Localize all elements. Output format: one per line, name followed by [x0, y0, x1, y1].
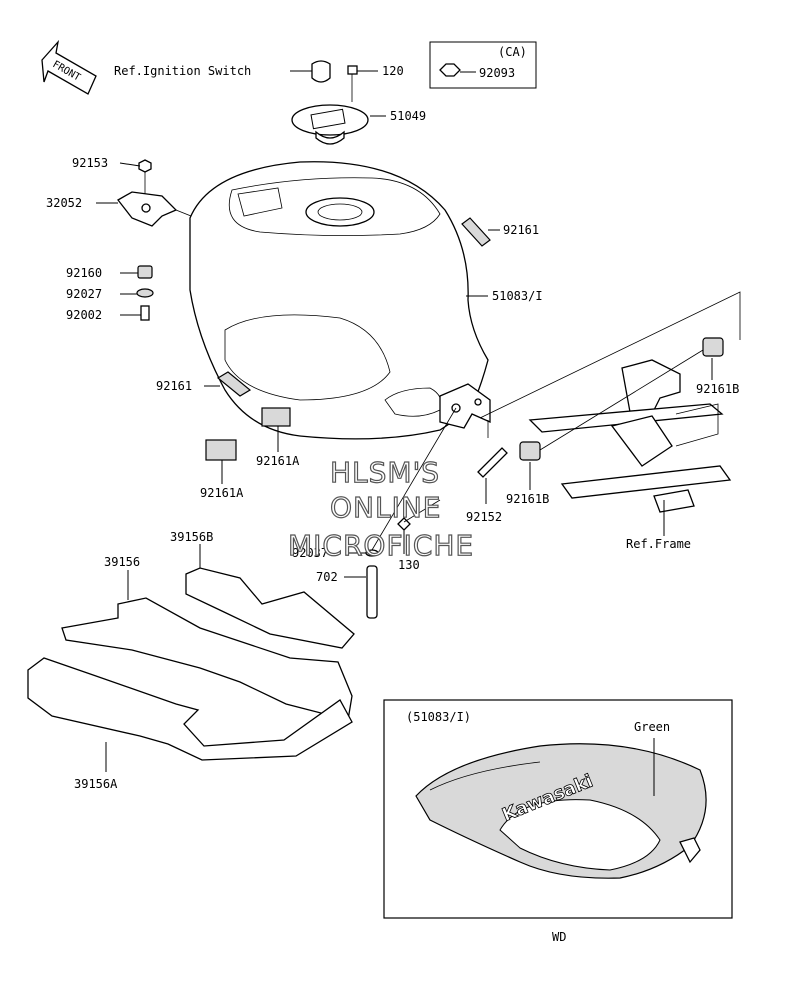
filler-ring-part — [291, 104, 386, 145]
front-arrow-icon: FRONT — [41, 39, 97, 95]
callout-92037: 92037 — [292, 546, 328, 560]
watermark-line-2: ONLINE — [330, 491, 441, 524]
callout-ref-ignition-switch: Ref.Ignition Switch — [114, 64, 251, 78]
watermark-line-3: MICROFICHE — [288, 529, 474, 562]
inset-color-label: Green — [634, 720, 670, 734]
callout-92161a-a: 92161A — [256, 454, 300, 468]
inset-title: (51083/I) — [406, 710, 471, 724]
callout-ca-title: (CA) — [498, 45, 527, 59]
pin-702-part — [344, 549, 379, 619]
callout-39156b: 39156B — [170, 530, 213, 544]
callout-92161b-b: 92161B — [506, 492, 549, 506]
tank-rear-bracket-part — [439, 383, 491, 429]
bolt-130-part — [371, 407, 457, 554]
callout-92160: 92160 — [66, 266, 102, 280]
ignition-switch-part — [290, 60, 331, 83]
pads-left-part — [204, 371, 291, 484]
bracket-stack-part — [96, 159, 197, 321]
callout-92161b-a: 92161B — [696, 382, 739, 396]
insulator-39156-part — [61, 570, 353, 721]
insulator-39156a-part — [27, 657, 353, 772]
callout-39156: 39156 — [104, 555, 140, 569]
inset-box — [383, 699, 733, 919]
pad-92161-top-part — [461, 217, 500, 247]
fuel-tank-part — [189, 161, 489, 440]
callout-92027: 92027 — [66, 287, 102, 301]
ca-variant-box — [429, 41, 537, 89]
callout-92093: 92093 — [479, 66, 515, 80]
frame-reference-part — [479, 291, 741, 536]
callout-39156a: 39156A — [74, 777, 118, 791]
collar-92152-part — [477, 447, 508, 504]
callout-92153: 92153 — [72, 156, 108, 170]
callout-51049: 51049 — [390, 109, 426, 123]
bolt-120-part — [347, 65, 378, 102]
callout-120: 120 — [382, 64, 404, 78]
inset-caption: WD — [552, 930, 566, 944]
callout-92002: 92002 — [66, 308, 102, 322]
callout-92161-top: 92161 — [503, 223, 539, 237]
callout-32052: 32052 — [46, 196, 82, 210]
callout-702: 702 — [316, 570, 338, 584]
watermark-line-1: HLSM'S — [330, 456, 440, 489]
insulator-39156b-part — [185, 544, 355, 649]
callout-51083-i: 51083/I — [492, 289, 543, 303]
callout-92152: 92152 — [466, 510, 502, 524]
callout-130: 130 — [398, 558, 420, 572]
callout-92161a-b: 92161A — [200, 486, 244, 500]
callout-ref-frame: Ref.Frame — [626, 537, 691, 551]
callout-92161-left: 92161 — [156, 379, 192, 393]
